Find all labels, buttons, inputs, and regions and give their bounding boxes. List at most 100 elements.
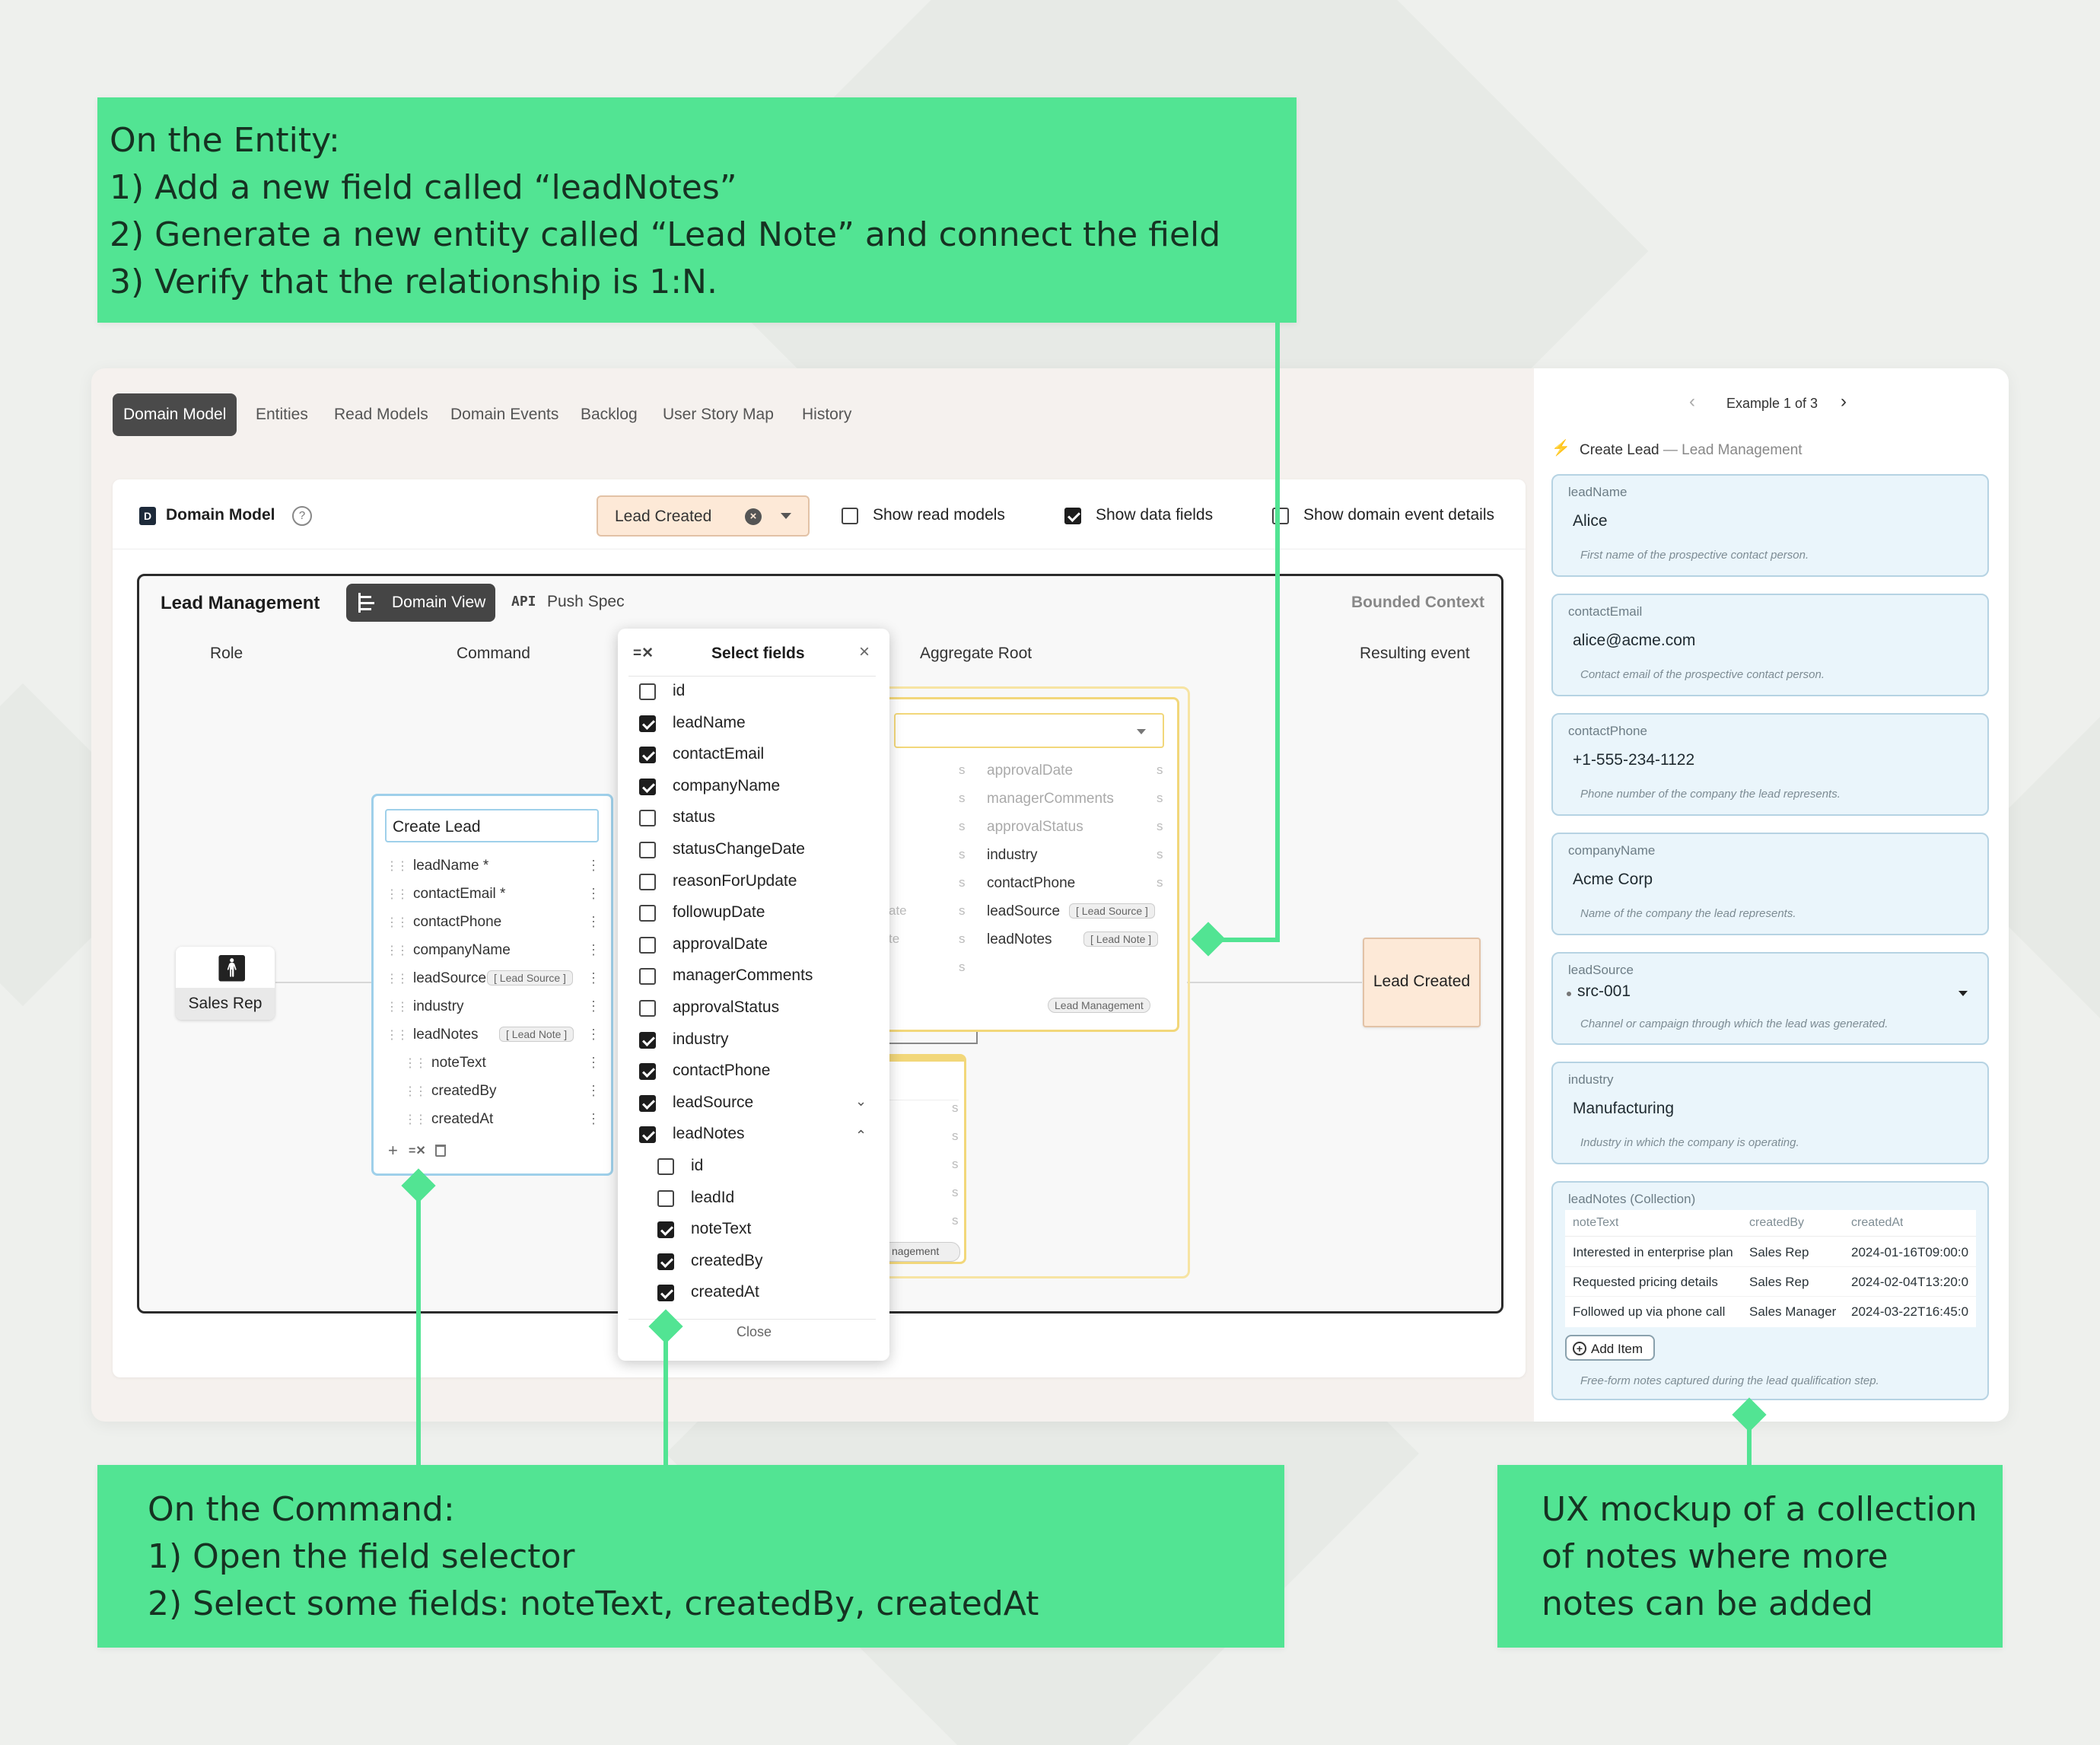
event-node-lead-created[interactable]: Lead Created [1363,938,1481,1027]
table-cell[interactable]: Requested pricing details [1573,1275,1718,1289]
field-checkbox-leadName[interactable] [639,715,656,732]
field-menu-icon[interactable]: ⋮ [587,1111,600,1126]
aggregate-field[interactable]: approvalDate [987,763,1074,779]
command-field[interactable]: ⋮⋮leadNotes [386,1027,479,1043]
card-company-name[interactable]: companyName Acme Corp Name of the compan… [1551,833,1989,935]
field-checkbox-approvalStatus[interactable] [639,1000,656,1017]
table-cell[interactable]: Sales Rep [1749,1275,1809,1289]
field-menu-icon[interactable]: ⋮ [587,886,600,901]
chevron-down-icon[interactable]: ⌄ [855,1094,867,1109]
tab-read-models[interactable]: Read Models [334,406,428,423]
field-menu-icon[interactable]: ⋮ [587,1083,600,1098]
field-checkbox-companyName[interactable] [639,779,656,795]
aggregate-field[interactable]: leadSource [987,903,1061,919]
command-field[interactable]: ⋮⋮industry [386,998,464,1014]
table-cell[interactable]: Interested in enterprise plan [1573,1245,1733,1259]
help-icon[interactable]: ? [292,506,312,526]
chevron-down-icon[interactable] [1958,991,1968,996]
aggregate-field[interactable]: contactPhone [987,875,1076,891]
card-value[interactable]: Acme Corp [1573,871,1653,888]
lead-note-entity-node[interactable] [883,1054,966,1264]
field-menu-icon[interactable]: ⋮ [587,998,600,1014]
chevron-up-icon[interactable]: ⌃ [855,1128,867,1143]
field-checkbox-contactEmail[interactable] [639,747,656,763]
field-checkbox-reasonForUpdate[interactable] [639,874,656,890]
tab-domain-events[interactable]: Domain Events [450,406,559,423]
card-contact-email[interactable]: contactEmail alice@acme.com Contact emai… [1551,594,1989,696]
card-lead-name[interactable]: leadName Alice First name of the prospec… [1551,474,1989,577]
subfield-checkbox-id[interactable] [657,1158,674,1175]
aggregate-select[interactable] [894,713,1164,748]
command-field[interactable]: ⋮⋮companyName [386,942,511,958]
subfield-checkbox-createdBy[interactable] [657,1253,674,1270]
command-field[interactable]: ⋮⋮contactEmail * [386,886,506,902]
add-field-icon[interactable]: + [388,1141,398,1160]
field-menu-icon[interactable]: ⋮ [587,1055,600,1070]
chevron-left-icon[interactable]: ‹ [1689,391,1695,412]
push-spec-button[interactable]: Push Spec [547,593,625,610]
field-checkbox-contactPhone[interactable] [639,1063,656,1080]
command-field[interactable]: ⋮⋮contactPhone [386,914,502,930]
add-item-button[interactable]: + Add Item [1565,1335,1655,1361]
field-checkbox-approvalDate[interactable] [639,937,656,954]
field-checkbox-followupDate[interactable] [639,905,656,922]
aggregate-field[interactable]: industry [987,847,1038,863]
close-icon[interactable]: × [859,642,870,662]
card-value[interactable]: Manufacturing [1573,1100,1675,1117]
clear-icon[interactable]: × [745,508,762,525]
trash-icon[interactable] [435,1145,446,1157]
command-subfield[interactable]: ⋮⋮createdAt [404,1111,494,1127]
field-checkbox-id[interactable] [639,683,656,700]
aggregate-field[interactable]: approvalStatus [987,819,1083,835]
card-contact-phone[interactable]: contactPhone +1-555-234-1122 Phone numbe… [1551,713,1989,816]
subfield-checkbox-noteText[interactable] [657,1221,674,1238]
role-node-sales-rep[interactable]: 🚹︎ Sales Rep [176,947,275,1020]
field-checkbox-statusChangeDate[interactable] [639,842,656,858]
field-menu-icon[interactable]: ⋮ [587,914,600,929]
tab-domain-model[interactable]: Domain Model [113,393,237,436]
event-filter-select[interactable]: Lead Created × [597,495,810,537]
subfield-checkbox-leadId[interactable] [657,1190,674,1207]
field-menu-icon[interactable]: ⋮ [587,970,600,986]
tab-user-story-map[interactable]: User Story Map [663,406,774,423]
field-menu-icon[interactable]: ⋮ [587,858,600,873]
card-industry[interactable]: industry Manufacturing Industry in which… [1551,1062,1989,1164]
command-title-input[interactable]: Create Lead [385,809,599,842]
command-field[interactable]: ⋮⋮leadSource [386,970,487,986]
table-cell[interactable]: Sales Rep [1749,1245,1809,1259]
field-checkbox-status[interactable] [639,810,656,826]
field-checkbox-leadNotes[interactable] [639,1126,656,1143]
field-menu-icon[interactable]: ⋮ [587,1027,600,1042]
field-checkbox-industry[interactable] [639,1032,656,1049]
show-data-fields-checkbox[interactable] [1064,508,1081,524]
chevron-down-icon[interactable] [781,513,791,519]
card-value[interactable]: Alice [1573,512,1608,530]
table-cell[interactable]: 2024-03-22T16:45:0 [1851,1304,1969,1319]
tab-entities[interactable]: Entities [256,406,308,423]
aggregate-field[interactable]: managerComments [987,791,1114,807]
field-selector-icon[interactable]: =✕ [409,1145,426,1157]
table-cell[interactable]: Followed up via phone call [1573,1304,1726,1319]
show-read-models-checkbox[interactable] [842,508,858,524]
field-checkbox-leadSource[interactable] [639,1095,656,1112]
card-lead-source[interactable]: leadSource src-001 Channel or campaign t… [1551,952,1989,1045]
field-selector-close-button[interactable]: Close [737,1324,772,1339]
field-menu-icon[interactable]: ⋮ [587,942,600,957]
card-value[interactable]: alice@acme.com [1573,632,1696,649]
aggregate-field[interactable]: leadNotes [987,931,1052,947]
table-cell[interactable]: 2024-01-16T09:00:0 [1851,1245,1969,1259]
field-checkbox-managerComments[interactable] [639,968,656,985]
command-field[interactable]: ⋮⋮leadName * [386,858,489,874]
tab-backlog[interactable]: Backlog [581,406,638,423]
card-value[interactable]: +1-555-234-1122 [1573,751,1695,769]
aggregate-node[interactable] [883,697,1179,1032]
chevron-right-icon[interactable]: › [1841,391,1847,412]
card-value[interactable]: src-001 [1577,982,1631,1000]
table-cell[interactable]: 2024-02-04T13:20:0 [1851,1275,1969,1289]
command-subfield[interactable]: ⋮⋮noteText [404,1055,486,1071]
table-cell[interactable]: Sales Manager [1749,1304,1837,1319]
command-subfield[interactable]: ⋮⋮createdBy [404,1083,497,1099]
domain-view-button[interactable]: Domain View [346,584,495,622]
subfield-checkbox-createdAt[interactable] [657,1285,674,1301]
tab-history[interactable]: History [802,406,852,423]
